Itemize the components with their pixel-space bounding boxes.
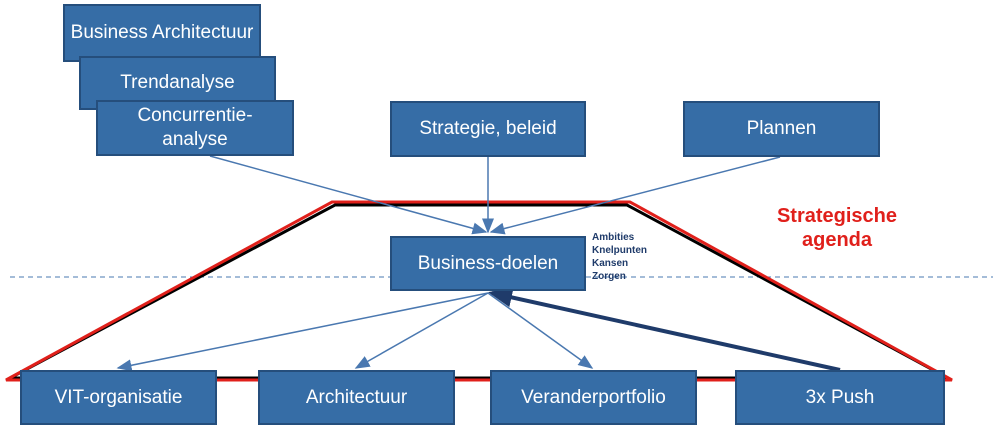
box-plannen: Plannen <box>683 101 880 157</box>
box-label: Business Architectuur <box>70 22 254 43</box>
note-item: Kansen <box>592 258 629 269</box>
box-veranderportfolio: Veranderportfolio <box>490 370 697 425</box>
box-label: Veranderportfolio <box>521 386 666 408</box>
business-doelen-notes: Ambities Knelpunten Kansen Zorgen <box>592 231 647 283</box>
box-label: Strategie, beleid <box>419 118 557 139</box>
box-vit-organisatie: VIT-organisatie <box>20 370 217 425</box>
box-architectuur: Architectuur <box>258 370 455 425</box>
trapezoid-red <box>5 200 953 382</box>
arrow-architectuur <box>354 292 489 369</box>
note-item: Zorgen <box>592 271 626 282</box>
strategische-agenda-label: Strategische agenda <box>752 204 922 252</box>
box-label: 3x Push <box>805 386 875 408</box>
arrow-vit <box>116 292 489 372</box>
box-concurrentieanalyse: Concurrentie-analyse <box>96 100 294 156</box>
box-business-architectuur: Business Architectuur <box>63 4 261 62</box>
box-label: Architectuur <box>305 386 408 408</box>
arrow-plannen <box>489 156 781 235</box>
box-3x-push: 3x Push <box>735 370 945 425</box>
agenda-line: agenda <box>801 229 873 251</box>
agenda-line: Strategische <box>776 205 898 227</box>
arrow-concurrentie <box>209 155 488 235</box>
box-strategie-beleid: Strategie, beleid <box>390 101 586 157</box>
note-item: Ambities <box>592 232 635 243</box>
note-item: Knelpunten <box>592 245 647 256</box>
box-label: Concurrentie-analyse <box>137 105 253 150</box>
box-label: Plannen <box>746 118 817 139</box>
box-business-doelen: Business-doelen <box>390 236 586 291</box>
arrow-push <box>488 287 841 372</box>
box-label: VIT-organisatie <box>54 386 183 408</box>
box-label: Business-doelen <box>417 252 559 274</box>
box-label: Trendanalyse <box>120 72 235 93</box>
